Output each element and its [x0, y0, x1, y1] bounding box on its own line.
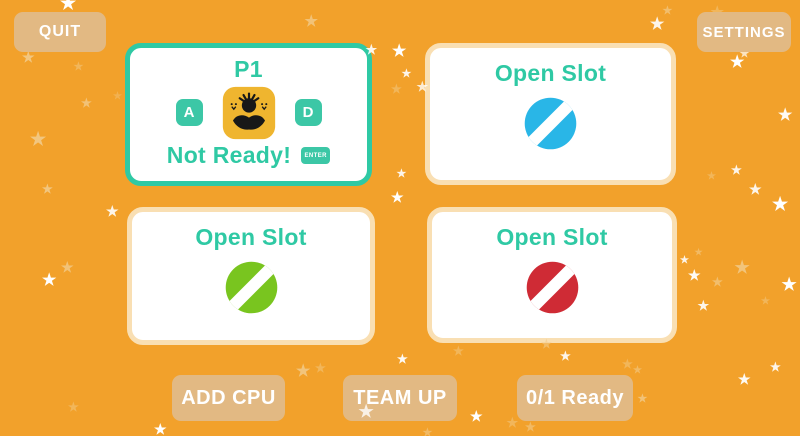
star-decoration: ★	[304, 12, 318, 30]
blocked-icon	[524, 97, 577, 150]
quit-button[interactable]: QUIT	[14, 12, 106, 52]
star-decoration: ★	[662, 4, 673, 17]
player-slot-title: P1	[234, 56, 263, 82]
star-decoration: ★	[637, 392, 648, 405]
open-slot-blue[interactable]: Open Slot	[425, 43, 676, 185]
star-decoration: ★	[392, 43, 407, 60]
star-decoration: ★	[391, 82, 402, 96]
settings-button[interactable]: SETTINGS	[697, 12, 791, 52]
star-decoration: ★	[113, 91, 122, 102]
star-decoration: ★	[61, 259, 74, 275]
add-cpu-button[interactable]: ADD CPU	[172, 375, 285, 421]
star-decoration: ★	[761, 296, 770, 307]
open-slot-red[interactable]: Open Slot	[427, 207, 677, 343]
star-decoration: ★	[315, 361, 326, 375]
open-slot-green[interactable]: Open Slot	[127, 207, 375, 345]
star-decoration: ★	[772, 194, 789, 214]
star-decoration: ★	[707, 171, 716, 182]
star-decoration: ★	[106, 203, 119, 219]
star-decoration: ★	[506, 414, 519, 430]
star-decoration: ★	[42, 272, 57, 289]
team-up-button[interactable]: TEAM UP	[343, 375, 457, 421]
open-slot-title: Open Slot	[195, 224, 307, 250]
star-decoration: ★	[694, 246, 703, 257]
avatar-row: A	[130, 83, 367, 142]
star-decoration: ★	[680, 255, 689, 266]
star-decoration: ★	[296, 363, 311, 380]
star-decoration: ★	[622, 357, 633, 371]
star-decoration: ★	[731, 163, 742, 177]
star-decoration: ★	[422, 426, 433, 436]
player-slot-p1: P1 A	[125, 43, 372, 186]
star-decoration: ★	[397, 352, 408, 366]
open-slot-title: Open Slot	[496, 224, 608, 250]
star-decoration: ★	[712, 275, 723, 289]
star-decoration: ★	[68, 400, 79, 414]
star-decoration: ★	[60, 0, 77, 13]
star-decoration: ★	[781, 274, 797, 294]
star-decoration: ★	[633, 365, 642, 376]
open-slot-title: Open Slot	[494, 60, 607, 86]
key-a-button[interactable]: A	[175, 99, 203, 126]
star-decoration: ★	[734, 257, 750, 277]
blocked-icon	[225, 261, 277, 314]
star-decoration: ★	[42, 182, 53, 196]
star-decoration: ★	[81, 96, 92, 110]
star-decoration: ★	[697, 297, 710, 313]
star-decoration: ★	[396, 167, 407, 180]
star-decoration: ★	[560, 349, 571, 363]
star-decoration: ★	[22, 49, 35, 65]
ready-count-button[interactable]: 0/1 Ready	[517, 375, 633, 421]
status-row: Not Ready! ENTER	[166, 142, 331, 169]
key-d-button[interactable]: D	[294, 99, 322, 126]
star-decoration: ★	[453, 344, 464, 358]
star-decoration: ★	[650, 16, 665, 33]
ready-status-label: Not Ready!	[166, 142, 292, 168]
star-decoration: ★	[525, 420, 536, 434]
star-decoration: ★	[738, 371, 751, 387]
star-decoration: ★	[401, 67, 412, 80]
enter-key-badge[interactable]: ENTER	[301, 147, 331, 164]
star-decoration: ★	[688, 267, 701, 283]
avatar-face-icon	[222, 86, 275, 139]
player-avatar[interactable]	[222, 86, 276, 140]
star-decoration: ★	[778, 107, 793, 124]
star-decoration: ★	[391, 189, 404, 205]
star-decoration: ★	[770, 360, 781, 374]
star-decoration: ★	[730, 54, 745, 71]
star-decoration: ★	[30, 129, 47, 149]
star-decoration: ★	[73, 60, 84, 73]
blocked-icon	[526, 261, 578, 314]
star-decoration: ★	[154, 421, 167, 436]
star-decoration: ★	[749, 181, 762, 197]
star-decoration: ★	[470, 408, 483, 424]
